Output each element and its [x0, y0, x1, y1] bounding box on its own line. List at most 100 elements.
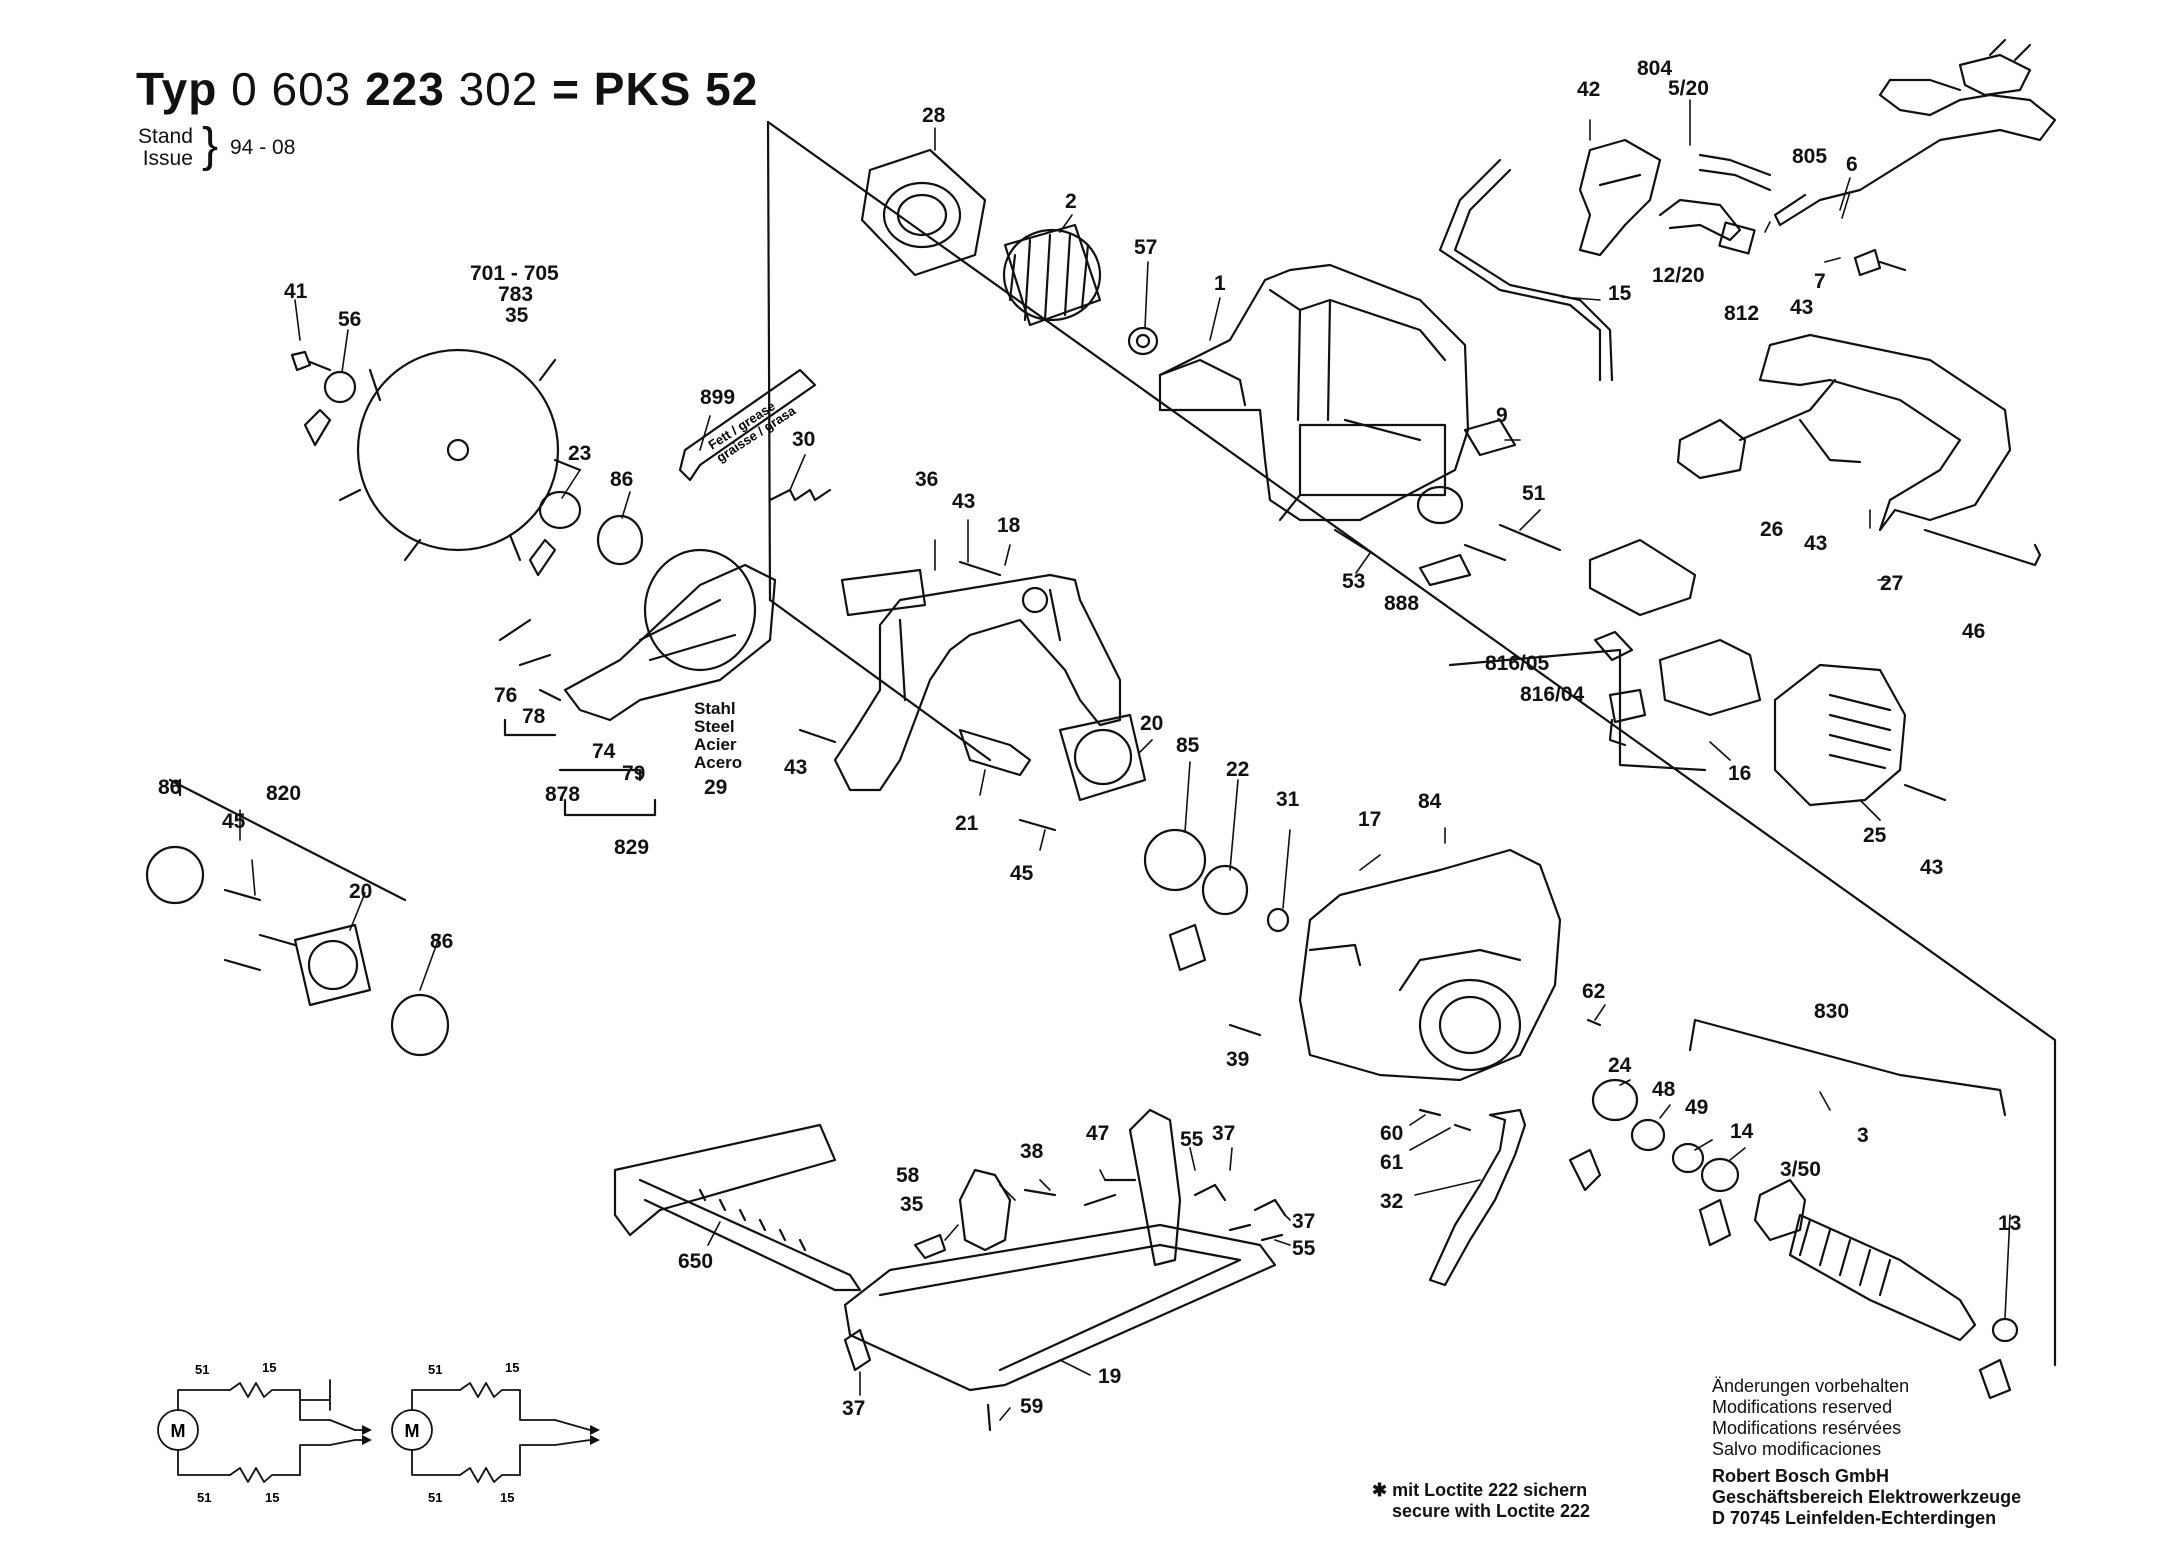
callout-78: 78: [522, 705, 546, 728]
callout-43: 43: [1804, 532, 1828, 555]
ring-86c: [390, 993, 450, 1057]
callout-86: 86: [158, 776, 182, 799]
brush-812: [1718, 221, 1756, 255]
callout-60: 60: [1380, 1122, 1404, 1145]
spanner-icon-5: [1978, 1358, 2012, 1400]
callout-43: 43: [1920, 856, 1944, 879]
callout-1: 1: [1214, 272, 1226, 295]
callout-24: 24: [1608, 1054, 1632, 1077]
armature: [1753, 1178, 1977, 1342]
model-title: Typ 0 603 223 302 = PKS 52: [136, 62, 758, 116]
screw-43-c: [958, 560, 1002, 577]
callout-35: 35: [900, 1193, 924, 1216]
plate-888: [1418, 553, 1472, 587]
legal-notice: Änderungen vorbehalten Modifications res…: [1712, 1376, 2021, 1529]
callout-20: 20: [1140, 712, 1164, 735]
wiring-label-51: 51: [428, 1362, 442, 1377]
changes-es: Salvo modificaciones: [1712, 1439, 1882, 1459]
bearing-49: [1671, 1142, 1705, 1174]
company-name: Robert Bosch GmbH: [1712, 1466, 1890, 1486]
callout-85: 85: [1176, 734, 1200, 757]
changes-en: Modifications reserved: [1712, 1397, 1893, 1417]
loctite-line-2: secure with Loctite 222: [1392, 1501, 1591, 1521]
callout-62: 62: [1582, 980, 1606, 1003]
callout-899: 899: [700, 386, 736, 409]
ring-86b: [145, 845, 205, 905]
callout-32: 32: [1380, 1190, 1404, 1213]
wiring-diagram-right: [391, 1382, 591, 1483]
callout-43: 43: [952, 490, 976, 513]
lower-guard: [563, 548, 777, 722]
callout-56: 56: [338, 308, 362, 331]
callout-21: 21: [955, 812, 979, 835]
steel-en: Steel: [694, 717, 735, 736]
callout-39: 39: [1226, 1048, 1250, 1071]
callout-9: 9: [1496, 404, 1508, 427]
motor-symbol-left: M: [171, 1421, 186, 1441]
screws-60-61: [1418, 1108, 1472, 1132]
brush-12-20: [1658, 198, 1742, 242]
callout-16: 16: [1728, 762, 1752, 785]
callout-7: 7: [1814, 270, 1826, 293]
brace-symbol: }: [202, 119, 219, 172]
steel-de: Stahl: [694, 699, 736, 718]
callout-37: 37: [1292, 1210, 1316, 1233]
callout-888: 888: [1384, 592, 1420, 615]
screws-45b: [223, 888, 297, 972]
screw-43-e: [798, 728, 837, 744]
callout-830: 830: [1814, 1000, 1850, 1023]
switch-block-16: [1658, 638, 1762, 717]
bearing-plate-20b: [293, 923, 372, 1007]
bracket-816: [1448, 648, 1707, 772]
callout-701-705: 701 - 705: [470, 262, 559, 285]
spanner-icon-1: [303, 408, 332, 447]
knobs-37-55: [1193, 1183, 1287, 1242]
typ-number-a: 0 603: [231, 63, 352, 115]
callout-45: 45: [1010, 862, 1034, 885]
company-address: D 70745 Leinfelden-Echterdingen: [1712, 1508, 1997, 1528]
cable-15: [1438, 158, 1614, 382]
issue-label: Issue: [142, 147, 193, 170]
callout-783: 783: [498, 283, 534, 306]
pin-key: [1568, 1148, 1602, 1192]
callout-74: 74: [592, 740, 616, 763]
bracket-820: [168, 778, 407, 902]
callout-805: 805: [1792, 145, 1828, 168]
brush-holder-51: [1463, 523, 1562, 562]
label-36: [840, 568, 927, 617]
stand-label: Stand: [138, 125, 193, 148]
handle-cover-27: [1676, 333, 2012, 532]
plate-9: [1463, 418, 1517, 457]
callout-37: 37: [1212, 1122, 1236, 1145]
wire-5-20: [1698, 153, 1772, 192]
callout-5-20: 5/20: [1668, 77, 1709, 100]
callout-51: 51: [1522, 482, 1546, 505]
callout-26: 26: [1760, 518, 1784, 541]
stand-issue-labels: Stand Issue: [138, 126, 193, 170]
spanner-icon-4: [1698, 1198, 1732, 1247]
knob-35: [913, 1233, 947, 1260]
callout-55: 55: [1180, 1128, 1204, 1151]
spanner-icon-3: [1168, 923, 1207, 972]
callout-48: 48: [1652, 1078, 1676, 1101]
saw-blade: [338, 348, 582, 562]
spring-30: [768, 488, 832, 502]
callout-38: 38: [1020, 1140, 1044, 1163]
callout-43: 43: [1790, 296, 1814, 319]
switch-804: [1578, 138, 1662, 257]
callout-23: 23: [568, 442, 592, 465]
field-coil: [1002, 223, 1102, 327]
bearing-14: [1700, 1157, 1740, 1193]
screw-53: [1333, 528, 1377, 557]
typ-number-c: 302: [458, 63, 539, 115]
callout-3: 3: [1857, 1124, 1869, 1147]
callout-19: 19: [1098, 1365, 1122, 1388]
callout-804: 804: [1637, 57, 1673, 80]
issue-value: 94 - 08: [230, 136, 296, 159]
model-name: = PKS 52: [552, 63, 759, 115]
callout-650: 650: [678, 1250, 714, 1273]
changes-de: Änderungen vorbehalten: [1712, 1376, 1910, 1396]
cord-clamp-7: [1853, 248, 1907, 277]
screw-45-a: [1018, 818, 1057, 832]
